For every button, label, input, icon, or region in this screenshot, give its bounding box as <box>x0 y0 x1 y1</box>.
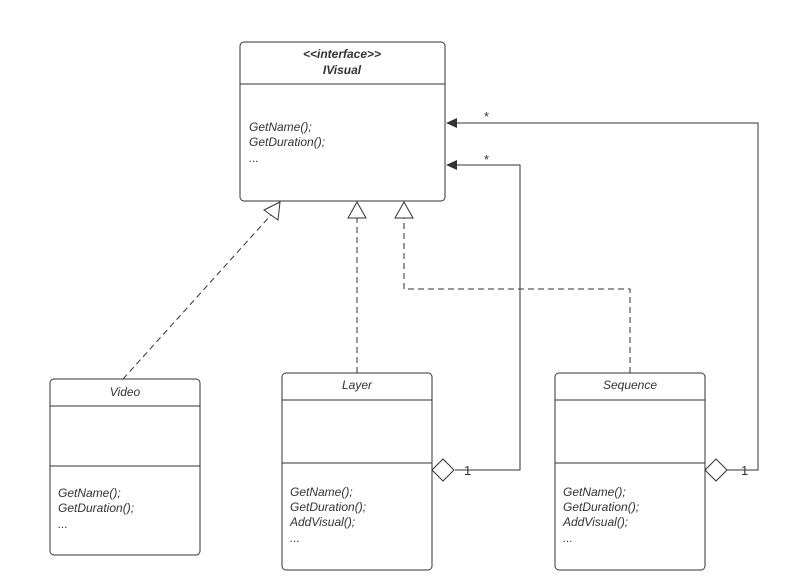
layer-method: GetDuration(); <box>290 500 366 514</box>
layer-multiplicity-many: * <box>484 152 489 167</box>
sequence-box <box>554 372 706 571</box>
sequence-class[interactable]: Sequence GetName(); GetDuration(); AddVi… <box>554 372 706 571</box>
aggregation-diamond-icon <box>431 458 455 482</box>
video-box <box>49 378 201 556</box>
video-method: GetName(); <box>58 486 121 500</box>
sequence-method: GetName(); <box>563 485 626 499</box>
sequence-realization-line <box>403 218 631 373</box>
layer-name: Layer <box>342 378 373 392</box>
video-class[interactable]: Video GetName(); GetDuration(); ... <box>49 378 201 556</box>
realization-triangle-icon <box>263 201 281 221</box>
layer-multiplicity-one: 1 <box>464 463 471 478</box>
sequence-multiplicity-many: * <box>484 109 489 124</box>
sequence-method: GetDuration(); <box>563 500 639 514</box>
layer-box <box>281 372 433 571</box>
ivisual-box <box>239 41 446 202</box>
sequence-realization-connector[interactable] <box>394 200 631 373</box>
sequence-aggregation-connector[interactable]: * 1 <box>446 109 759 482</box>
video-method: ... <box>58 517 68 531</box>
layer-aggregation-connector[interactable]: * 1 <box>431 152 521 482</box>
video-name: Video <box>110 385 141 399</box>
layer-aggregation-line <box>455 164 521 471</box>
layer-method: AddVisual(); <box>289 515 355 529</box>
aggregation-diamond-icon <box>704 458 728 482</box>
realization-triangle-icon <box>394 200 414 219</box>
ivisual-method: GetName(); <box>249 120 312 134</box>
arrow-head-icon <box>446 118 457 128</box>
sequence-method: ... <box>563 531 573 545</box>
arrow-head-icon <box>446 160 457 170</box>
ivisual-method: GetDuration(); <box>249 135 325 149</box>
sequence-method: AddVisual(); <box>562 515 628 529</box>
sequence-aggregation-line <box>455 122 759 471</box>
ivisual-class[interactable]: <<interface>> IVisual GetName(); GetDura… <box>239 41 446 202</box>
sequence-name: Sequence <box>603 378 657 392</box>
layer-method: GetName(); <box>290 485 353 499</box>
video-realization-connector[interactable] <box>122 201 281 380</box>
realization-triangle-icon <box>347 200 367 219</box>
video-realization-line <box>122 214 272 380</box>
ivisual-name: IVisual <box>323 63 362 77</box>
video-method: GetDuration(); <box>58 501 134 515</box>
ivisual-stereotype: <<interface>> <box>303 47 381 61</box>
layer-class[interactable]: Layer GetName(); GetDuration(); AddVisua… <box>281 372 433 571</box>
layer-realization-connector[interactable] <box>347 200 367 373</box>
sequence-multiplicity-one: 1 <box>741 463 748 478</box>
ivisual-method: ... <box>249 151 259 165</box>
layer-method: ... <box>290 531 300 545</box>
